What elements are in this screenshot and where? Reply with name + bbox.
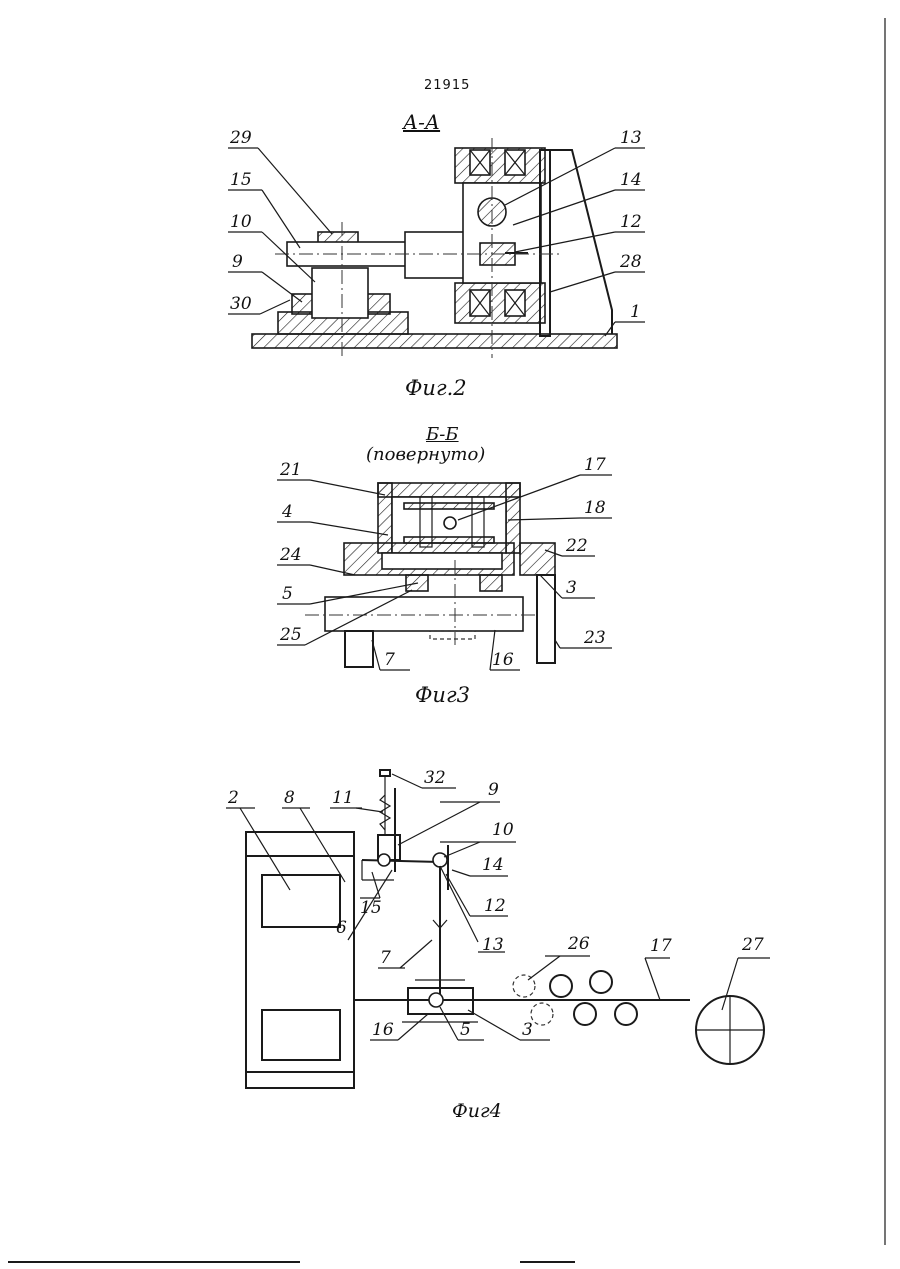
fig2-label-9: 9 — [232, 254, 243, 271]
fig4-label-9: 9 — [488, 782, 499, 799]
fig2-caption: Фиг.2 — [405, 376, 467, 400]
fig4-label-13: 13 — [482, 937, 504, 954]
fig4-label-10: 10 — [492, 822, 514, 839]
fig3-label-24: 24 — [280, 547, 302, 564]
fig3-label-18: 18 — [584, 500, 606, 517]
fig4-label-11: 11 — [332, 790, 354, 807]
fig2-drawing — [252, 138, 617, 358]
fig4-label-12: 12 — [484, 898, 506, 915]
fig3-label-16: 16 — [492, 652, 514, 669]
fig2-label-14: 14 — [620, 172, 642, 189]
fig3-label-5: 5 — [282, 586, 293, 603]
fig3-label-22: 22 — [566, 538, 588, 555]
fig4-caption: Фиг4 — [452, 1100, 502, 1122]
fig4-label-2: 2 — [228, 790, 239, 807]
fig2-label-1: 1 — [630, 304, 641, 321]
fig3-section-title: Б-Б — [426, 424, 459, 445]
fig4-label-27: 27 — [742, 937, 764, 954]
fig4-label-32: 32 — [424, 770, 446, 787]
fig3-label-3: 3 — [566, 580, 577, 597]
fig4-drawing — [246, 770, 764, 1088]
fig3-label-4: 4 — [282, 504, 293, 521]
fig4-label-14: 14 — [482, 857, 504, 874]
fig3-label-21: 21 — [280, 462, 302, 479]
fig3-label-7: 7 — [384, 652, 395, 669]
fig4-label-3: 3 — [522, 1022, 533, 1039]
fig3-label-25: 25 — [280, 627, 302, 644]
fig2-label-12: 12 — [620, 214, 642, 231]
fig3-drawing — [305, 483, 555, 667]
fig2-label-29: 29 — [230, 130, 252, 147]
fig2-label-28: 28 — [620, 254, 642, 271]
fig4-label-15: 15 — [360, 900, 382, 917]
fig4-label-7: 7 — [380, 950, 391, 967]
fig4-label-8: 8 — [284, 790, 295, 807]
fig2-label-10: 10 — [230, 214, 252, 231]
fig4-label-16: 16 — [372, 1022, 394, 1039]
fig2-label-30: 30 — [230, 296, 252, 313]
fig3-label-17: 17 — [584, 457, 606, 474]
fig4-label-5: 5 — [460, 1022, 471, 1039]
fig2-label-13: 13 — [620, 130, 642, 147]
fig4-label-26: 26 — [568, 936, 590, 953]
fig3-label-23: 23 — [584, 630, 606, 647]
fig4-label-17: 17 — [650, 938, 672, 955]
fig2-label-15: 15 — [230, 172, 252, 189]
fig4-label-6: 6 — [336, 920, 347, 937]
fig3-section-note: (повернуто) — [366, 444, 485, 465]
fig3-caption: Фиг3 — [415, 683, 470, 707]
fig2-section-title: А-А — [403, 110, 440, 134]
